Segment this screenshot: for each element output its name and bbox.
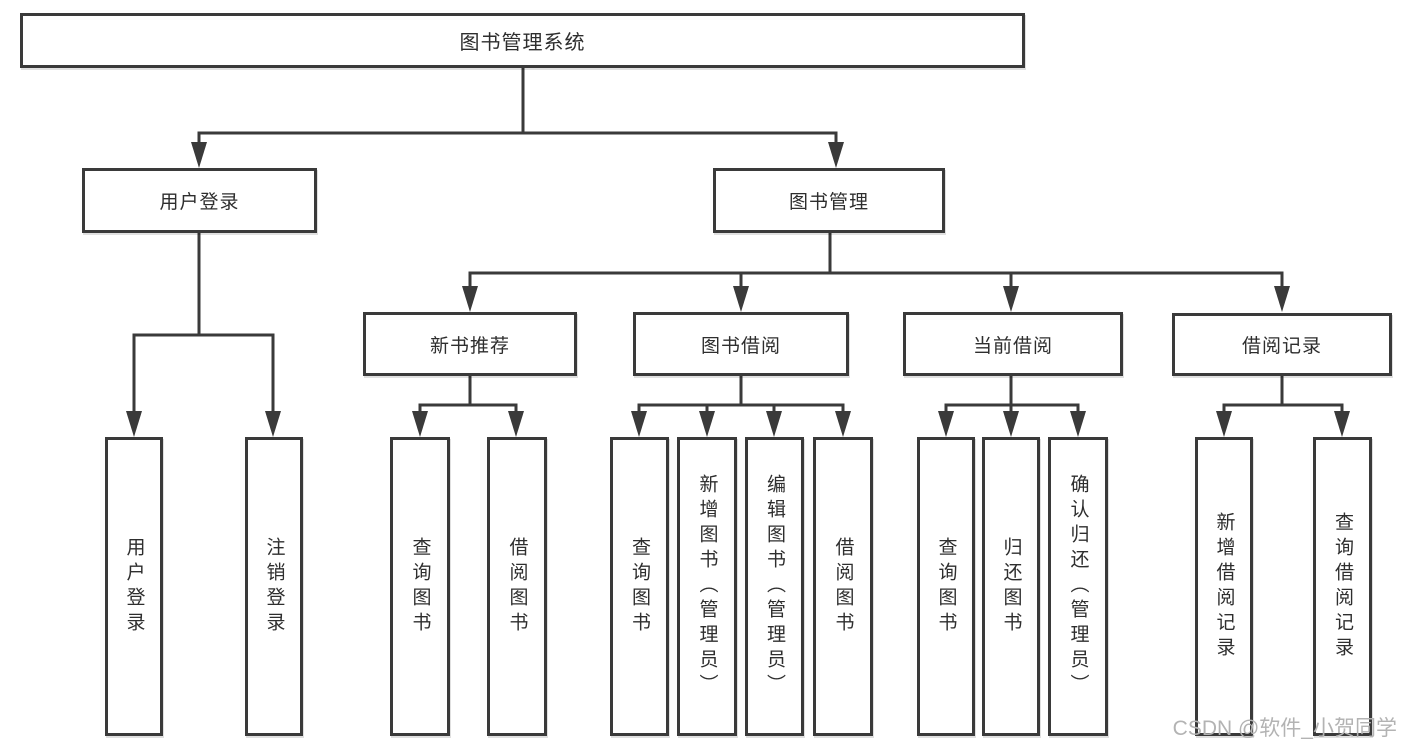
node-add-borrow-record: 新增借阅记录 bbox=[1195, 437, 1253, 736]
connector-new-book-rec-children bbox=[412, 374, 524, 437]
connector-current-borrow-children bbox=[938, 374, 1086, 437]
node-root: 图书管理系统 bbox=[20, 13, 1025, 68]
node-query-borrow-record: 查询借阅记录 bbox=[1313, 437, 1372, 736]
node-confirm-return-admin: 确认归还（管理员） bbox=[1048, 437, 1108, 736]
node-add-book-admin: 新增图书（管理员） bbox=[677, 437, 737, 736]
node-borrow-books-1: 借阅图书 bbox=[487, 437, 547, 736]
node-user-login: 用户登录 bbox=[82, 168, 317, 233]
connector-book-borrow-children bbox=[631, 374, 851, 437]
node-borrow-records: 借阅记录 bbox=[1172, 313, 1392, 376]
csdn-watermark: CSDN @软件_小贺同学 bbox=[1172, 717, 1397, 740]
node-return-book: 归还图书 bbox=[982, 437, 1040, 736]
node-query-books-3: 查询图书 bbox=[917, 437, 975, 736]
node-current-borrow: 当前借阅 bbox=[903, 312, 1123, 376]
connector-borrow-records-children bbox=[1216, 374, 1350, 437]
node-borrow-books-2: 借阅图书 bbox=[813, 437, 873, 736]
connector-root-to-level2 bbox=[191, 66, 844, 168]
node-edit-book-admin: 编辑图书（管理员） bbox=[745, 437, 804, 736]
node-query-books-1: 查询图书 bbox=[390, 437, 450, 736]
node-query-books-2: 查询图书 bbox=[610, 437, 669, 736]
node-new-book-rec: 新书推荐 bbox=[363, 312, 577, 376]
node-user-login-leaf: 用户登录 bbox=[105, 437, 163, 736]
connector-book-mgmt-children bbox=[462, 231, 1290, 312]
node-logout-leaf: 注销登录 bbox=[245, 437, 303, 736]
node-book-borrow: 图书借阅 bbox=[633, 312, 849, 376]
connector-user-login-children bbox=[126, 230, 281, 437]
node-book-mgmt: 图书管理 bbox=[713, 168, 945, 233]
